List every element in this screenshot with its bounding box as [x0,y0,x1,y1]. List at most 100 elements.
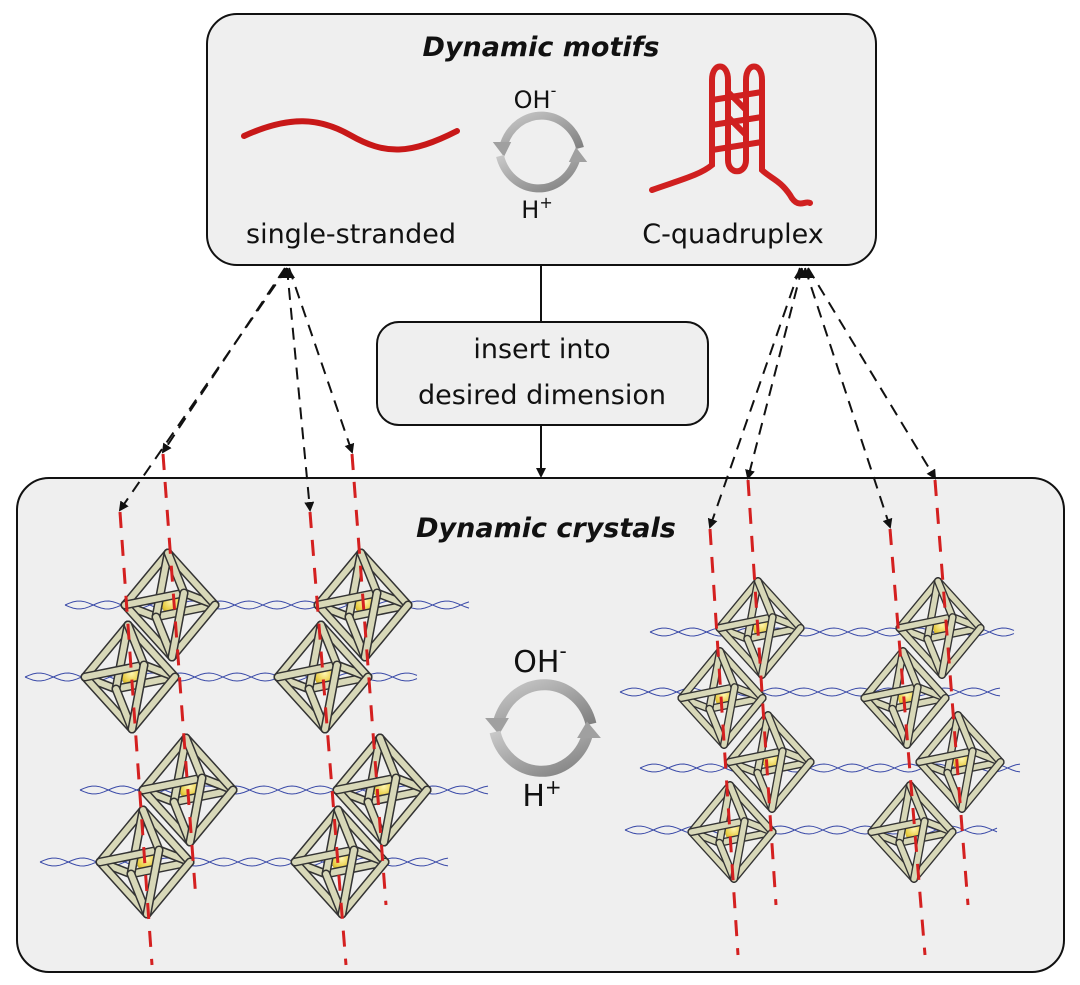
insert-line2: desired dimension [418,380,666,411]
frame-edge [292,807,341,865]
octahedron-frame [860,647,950,749]
svg-text:H+: H+ [521,193,552,224]
frame-edge [706,648,723,712]
frame-edge [318,622,340,668]
single-strand-icon [241,118,460,153]
frame-edge [939,614,956,678]
frame-edge [365,735,383,805]
frame-edge [187,787,236,845]
frame-edge [306,674,371,692]
octahedron-frame [95,805,195,919]
frame-edge [759,625,804,678]
insert-box: insert into desired dimension [376,321,709,426]
frame-edge [744,625,804,642]
frame-edge [744,578,761,642]
cycle-arc-bottom [489,730,593,777]
frame-edge [896,829,956,846]
frame-edge [122,550,171,608]
frame-edge [97,847,162,865]
dashed-arrow [807,267,937,480]
crystals-title: Dynamic crystals [416,513,676,544]
frame-edge [381,787,430,845]
frame-edge [140,775,205,793]
dashed-arrow [745,267,803,480]
insert-line1: insert into [473,334,610,365]
frame-edge [868,782,913,835]
arrowhead-up [802,268,814,278]
frame-edge [716,578,761,631]
frame-edge [113,622,131,692]
reversible-cycle-icon-crystals [485,679,601,777]
frame-edge [171,787,236,805]
c-quadruplex-label: C-quadruplex [642,219,824,250]
frame-edge [322,674,371,732]
frame-edge [113,674,178,692]
frame-edge [292,847,357,865]
frame-edge [889,648,906,712]
dna-strand-dashed [161,453,198,901]
dynamic-crystals-box: Dynamic crystals OH- H+ [16,453,1065,973]
frame-edge [721,695,766,748]
frame-edge [140,735,189,793]
dna-strand-dashed [888,528,927,956]
frame-edge [944,712,961,776]
frame-edge [335,807,357,853]
dna-strand-dashed [746,479,778,906]
frame-edge [275,662,340,680]
quadruplex-icon [649,63,813,207]
frame-edge [362,590,380,660]
frame-edge [726,748,786,765]
frame-edge [339,859,388,917]
frame-edge [97,807,146,865]
frame-edge [911,829,956,882]
frame-edge [896,782,913,846]
frame-edge [769,748,786,812]
octahedron-frame [725,711,815,813]
frame-edge [959,759,1004,812]
frame-edge [678,648,723,701]
dynamic-motifs-box: Dynamic motifs single-stranded C-quadrup… [206,13,877,266]
frame-edge [128,859,193,877]
dashed-arrow [804,267,893,529]
frame-edge [916,712,961,765]
frame-edge [346,602,411,620]
frame-edge [165,550,187,596]
frame-edge [153,602,218,620]
frame-edge [721,684,738,748]
dna-strand-dashed [708,528,740,956]
frame-edge [754,712,771,776]
frame-edge [183,735,205,781]
cycle-arrowhead [568,147,588,162]
frame-edge [731,818,748,882]
frame-edge [900,648,921,690]
frame-edge [755,578,776,620]
cycle-arc-bottom [496,154,580,193]
cycle-arrowhead [485,718,509,735]
frame-edge [125,622,147,668]
frame-edge [377,735,399,781]
frame-edge [169,602,218,660]
frame-edge [339,847,357,917]
dashed-arrow [288,267,355,454]
arrowhead-up [283,268,295,278]
linker-strand [624,825,998,835]
octahedron-frame [273,620,373,734]
frame-edge [765,712,786,754]
frame-edge [868,818,928,835]
frame-edge [381,775,399,845]
frame-edge [129,674,178,732]
frame-edge [939,625,984,678]
frame-edge [323,859,388,877]
frame-edge [82,662,147,680]
frame-edge [678,684,738,701]
frame-edge [716,614,776,631]
dna-strand-dashed [118,511,154,966]
octahedron-frame [915,711,1005,813]
frame-edge [688,818,748,835]
motifs-title: Dynamic motifs [423,32,660,63]
frame-edge [861,648,906,701]
frame-edge [889,695,949,712]
octahedron-frame [895,577,985,679]
frame-edge [924,578,941,642]
octahedron-frame [138,733,238,847]
